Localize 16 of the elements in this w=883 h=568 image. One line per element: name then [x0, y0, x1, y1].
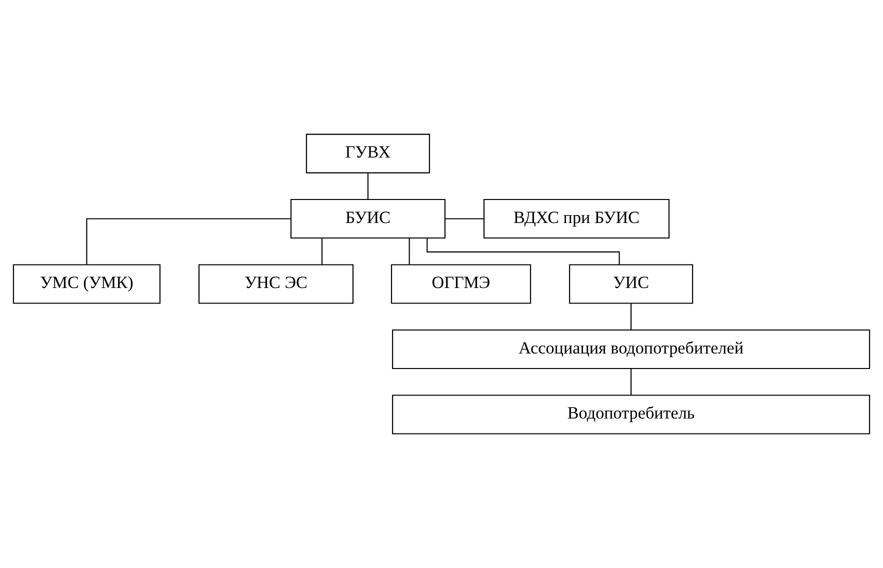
node-box: ВДХС при БУИС — [483, 198, 670, 239]
node-box: Ассоциация водопотребителей — [392, 329, 870, 370]
connector — [86, 218, 291, 264]
connector — [630, 304, 632, 330]
node-box: УНС ЭС — [198, 264, 354, 304]
node-box: ОГГМЭ — [390, 264, 532, 304]
node-box: Водопотребитель — [392, 394, 870, 434]
connector — [445, 218, 484, 220]
connector — [321, 238, 323, 264]
connector — [408, 238, 410, 264]
node-box: УИС — [569, 264, 694, 304]
node-box: ГУВХ — [306, 134, 430, 174]
node-box: УМС (УМК) — [12, 264, 160, 304]
node-box: БУИС — [290, 198, 446, 239]
connector — [367, 173, 369, 200]
connector — [630, 368, 632, 395]
